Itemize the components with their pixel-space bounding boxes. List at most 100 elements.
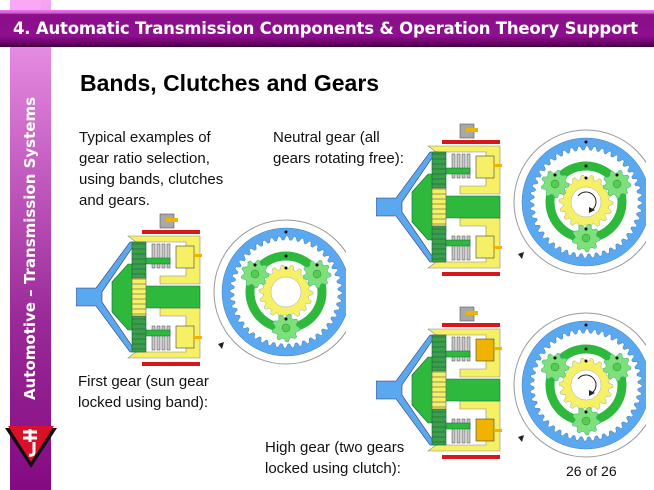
caption-line: Neutral gear (all <box>273 129 380 146</box>
sun-gear <box>431 187 447 227</box>
marker-dot <box>315 263 319 267</box>
clutch-plate <box>151 243 156 269</box>
neutral-gear-diagram <box>376 123 646 276</box>
clutch-plate <box>156 325 161 351</box>
arrow-head <box>518 252 524 259</box>
marker-dot <box>284 317 288 321</box>
cross-section <box>376 306 502 459</box>
caption-line: First gear (sun gear <box>78 373 209 390</box>
high-caption: High gear (two gears locked using clutch… <box>265 437 404 479</box>
marker-dot <box>553 356 557 360</box>
pin-bottom <box>194 336 202 339</box>
solenoid-pin <box>466 128 478 132</box>
triangle-logo-icon <box>5 426 57 468</box>
planet-gear-top <box>131 241 147 279</box>
pin-top <box>194 254 202 257</box>
planet-hub <box>550 179 560 189</box>
piston-bottom <box>175 325 195 349</box>
clutch-plate <box>456 418 461 444</box>
ring-gear <box>521 137 646 267</box>
pin-bottom <box>494 246 502 249</box>
marker-dot <box>584 227 588 231</box>
arrow-head <box>589 390 595 396</box>
sidebar-top-accent <box>10 0 41 12</box>
arrow-head <box>589 207 595 213</box>
planetary-gearset <box>213 219 346 365</box>
planet-hub <box>581 233 591 243</box>
housing-top <box>427 328 501 378</box>
marker-dot <box>584 164 588 168</box>
solenoid-pin <box>466 311 478 315</box>
clutch-plate <box>451 418 456 444</box>
band-top <box>442 323 500 327</box>
intro-line: gear ratio selection, <box>79 150 210 167</box>
intro-line: using bands, clutches <box>79 171 224 188</box>
caption-line: locked using band): <box>78 394 209 411</box>
ring-gear <box>221 227 346 357</box>
clutch-plate <box>456 235 461 261</box>
clutch-plate <box>461 336 466 362</box>
solenoid-pin <box>166 218 178 222</box>
clutch-plate <box>466 235 471 261</box>
band-top <box>442 140 500 144</box>
header-bar <box>0 10 654 47</box>
high-gear-diagram <box>376 306 646 459</box>
planet-hub <box>612 179 622 189</box>
marker-dot <box>584 359 588 363</box>
band-top <box>142 230 200 234</box>
marker-dot <box>584 176 588 180</box>
planet-hub <box>312 269 322 279</box>
header-title: 4. Automatic Transmission Components & O… <box>13 19 638 38</box>
clutch-plate <box>461 418 466 444</box>
clutch-plate <box>466 418 471 444</box>
pin-top <box>494 347 502 350</box>
planet-hub <box>612 362 622 372</box>
page-number: 26 of 26 <box>566 463 617 479</box>
marker-dot <box>584 323 588 327</box>
planet-gear-top <box>431 334 447 372</box>
piston-bottom <box>475 235 495 259</box>
neutral-caption: Neutral gear (all gears rotating free): <box>273 127 404 169</box>
cross-section <box>76 213 202 366</box>
caption-line: locked using clutch): <box>265 460 401 477</box>
planet-hub <box>550 362 560 372</box>
clutch-plate <box>166 243 171 269</box>
marker-dot <box>584 410 588 414</box>
sun-gear <box>431 370 447 410</box>
marker-dot <box>615 173 619 177</box>
clutch-plate <box>461 153 466 179</box>
clutch-plate <box>156 243 161 269</box>
marker-dot <box>615 356 619 360</box>
rotation-arc <box>513 312 646 458</box>
marker-dot <box>553 173 557 177</box>
planetary-gearset <box>513 312 646 458</box>
sidebar-bar <box>10 0 51 490</box>
clutch-plate <box>161 243 166 269</box>
cross-section <box>376 123 502 276</box>
clutch-plate <box>466 153 471 179</box>
clutch-plate <box>451 336 456 362</box>
housing-top <box>127 235 201 285</box>
piston-top <box>475 338 495 362</box>
piston-bottom <box>475 418 495 442</box>
marker-dot <box>584 140 588 144</box>
piston-top <box>475 155 495 179</box>
rotation-arc <box>213 219 346 365</box>
caption-line: High gear (two gears <box>265 439 405 456</box>
sun-hub <box>270 276 302 308</box>
first-gear-diagram <box>76 213 346 366</box>
clutch-plate <box>151 325 156 351</box>
marker-dot <box>284 230 288 234</box>
pin-top <box>494 164 502 167</box>
piston-top <box>175 245 195 269</box>
slide-title: Bands, Clutches and Gears <box>80 70 380 96</box>
intro-line: and gears. <box>79 192 150 209</box>
rotation-arc <box>513 129 646 275</box>
marker-dot <box>284 254 288 258</box>
caption-line: gears rotating free): <box>273 150 404 167</box>
clutch-plate <box>461 235 466 261</box>
clutch-plate <box>451 235 456 261</box>
marker-dot <box>584 347 588 351</box>
marker-dot <box>253 263 257 267</box>
marker-dot <box>284 266 288 270</box>
